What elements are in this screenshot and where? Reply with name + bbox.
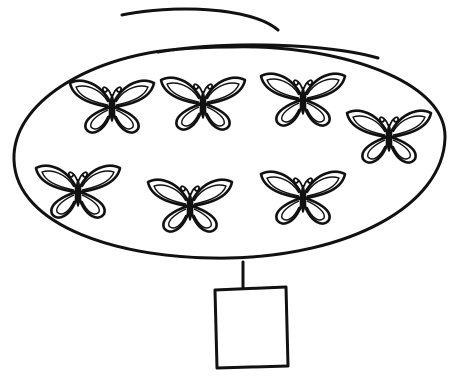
butterfly-icon — [148, 180, 232, 232]
butterfly-icon — [70, 81, 154, 133]
butterfly-group — [36, 74, 431, 232]
oval-top-flourish — [122, 9, 278, 30]
butterfly-icon — [161, 78, 245, 130]
butterfly-icon — [347, 111, 431, 163]
butterfly-icon — [261, 172, 345, 224]
answer-box — [215, 287, 288, 368]
butterfly-icon — [261, 74, 345, 126]
butterfly-icon — [36, 166, 120, 218]
